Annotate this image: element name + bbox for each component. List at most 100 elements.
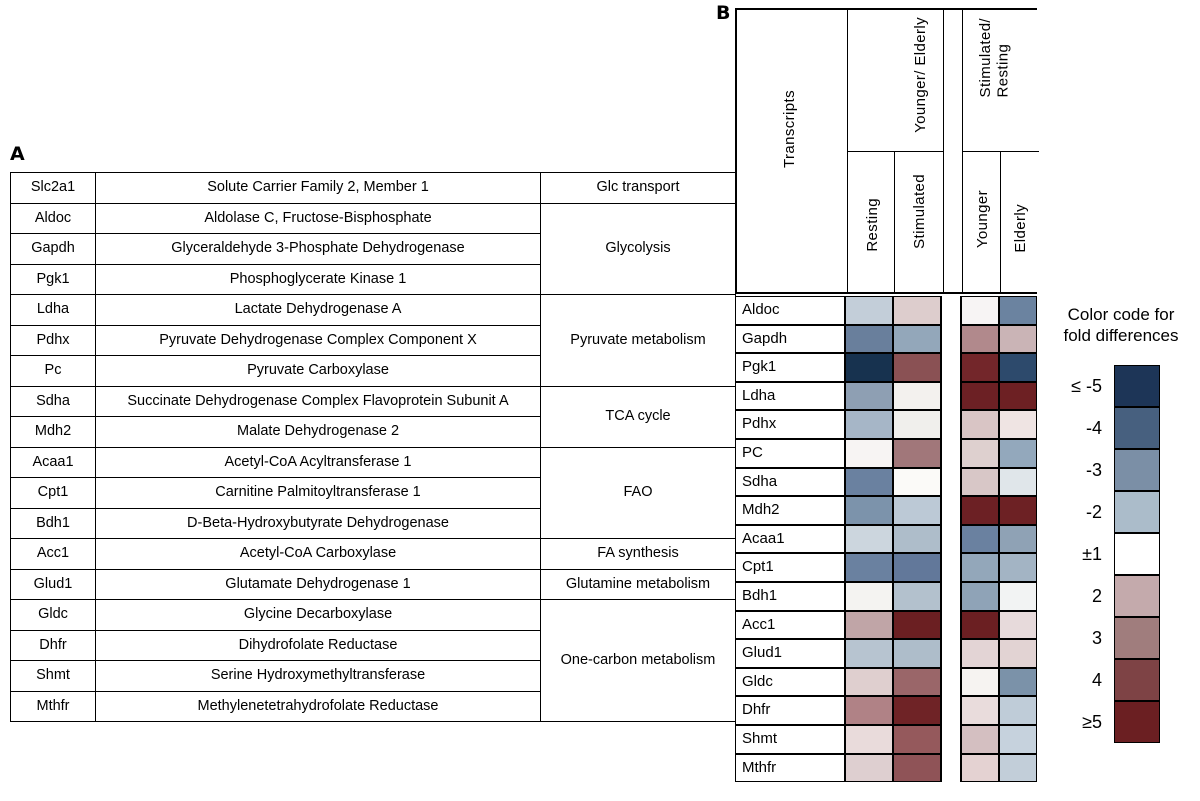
heatmap-row: Cpt1 bbox=[735, 553, 1037, 582]
gene-symbol-cell: Sdha bbox=[10, 385, 96, 417]
heatmap-cell bbox=[893, 667, 941, 697]
heatmap-cell bbox=[893, 381, 941, 411]
gene-symbol-cell: Acaa1 bbox=[10, 446, 96, 478]
gene-symbol-cell: Mdh2 bbox=[10, 416, 96, 448]
color-legend-row: -3 bbox=[1046, 449, 1196, 491]
heatmap-cell bbox=[961, 410, 999, 439]
heatmap-cell bbox=[845, 410, 893, 439]
heatmap-row: Ldha bbox=[735, 381, 1037, 411]
heatmap-group-gap bbox=[941, 724, 961, 754]
heatmap-cell bbox=[845, 696, 893, 725]
heatmap-header-transcripts-label: Transcripts bbox=[781, 90, 798, 169]
heatmap-group-gap bbox=[941, 410, 961, 439]
gene-symbol-cell: Aldoc bbox=[10, 202, 96, 234]
heatmap-cell bbox=[845, 324, 893, 354]
heatmap-row: Pdhx bbox=[735, 410, 1037, 439]
heatmap-group-header-younger-elderly-label: Younger/ Elderly bbox=[912, 17, 929, 133]
color-legend-label: ≤ -5 bbox=[1071, 376, 1102, 396]
heatmap-cell bbox=[845, 724, 893, 754]
heatmap-cell bbox=[961, 296, 999, 325]
gene-name-cell: Carnitine Palmitoyltransferase 1 bbox=[95, 477, 541, 509]
gene-name-cell: Succinate Dehydrogenase Complex Flavopro… bbox=[95, 385, 541, 417]
pathway-cell: FA synthesis bbox=[540, 538, 736, 570]
heatmap-row-label: Acaa1 bbox=[735, 524, 845, 554]
heatmap-cell bbox=[999, 753, 1037, 783]
gene-symbol-cell: Ldha bbox=[10, 294, 96, 326]
heatmap-cell bbox=[845, 296, 893, 325]
heatmap-cell bbox=[845, 639, 893, 668]
heatmap-row-label: Aldoc bbox=[735, 296, 845, 325]
heatmap-column-header-elderly: Elderly bbox=[1001, 152, 1039, 292]
pathway-cell: FAO bbox=[540, 446, 736, 539]
heatmap-row-label: Bdh1 bbox=[735, 581, 845, 611]
gene-name-cell: Dihydrofolate Reductase bbox=[95, 629, 541, 661]
heatmap-cell bbox=[845, 381, 893, 411]
heatmap-row: Acc1 bbox=[735, 610, 1037, 640]
heatmap-row: Sdha bbox=[735, 467, 1037, 497]
gene-name-cell: Malate Dehydrogenase 2 bbox=[95, 416, 541, 448]
heatmap-column-header-resting: Resting bbox=[847, 152, 895, 292]
heatmap-group-separator bbox=[943, 10, 963, 292]
heatmap-row: Bdh1 bbox=[735, 581, 1037, 611]
color-legend-row: -4 bbox=[1046, 407, 1196, 449]
gene-name-cell: Glutamate Dehydrogenase 1 bbox=[95, 568, 541, 600]
gene-symbol-cell: Glud1 bbox=[10, 568, 96, 600]
heatmap-row-label: Mthfr bbox=[735, 753, 845, 783]
gene-name-cell: Lactate Dehydrogenase A bbox=[95, 294, 541, 326]
heatmap-cell bbox=[961, 753, 999, 783]
heatmap-cell bbox=[961, 438, 999, 468]
heatmap-cell bbox=[999, 467, 1037, 497]
gene-name-cell: D-Beta-Hydroxybutyrate Dehydrogenase bbox=[95, 507, 541, 539]
color-legend-row: 4 bbox=[1046, 659, 1196, 701]
heatmap-cell bbox=[845, 667, 893, 697]
heatmap-cell bbox=[961, 381, 999, 411]
gene-name-cell: Methylenetetrahydrofolate Reductase bbox=[95, 690, 541, 722]
heatmap-row: Mthfr bbox=[735, 753, 1037, 783]
heatmap-cell bbox=[961, 667, 999, 697]
heatmap-cell bbox=[999, 696, 1037, 725]
heatmap-row-label: Gldc bbox=[735, 667, 845, 697]
heatmap-cell bbox=[999, 381, 1037, 411]
heatmap-row-label: Glud1 bbox=[735, 639, 845, 668]
heatmap-row-label: Gapdh bbox=[735, 324, 845, 354]
gene-symbol-cell: Cpt1 bbox=[10, 477, 96, 509]
color-legend-swatch bbox=[1114, 491, 1160, 533]
gene-name-cell: Pyruvate Carboxylase bbox=[95, 355, 541, 387]
pathway-cell: Glycolysis bbox=[540, 202, 736, 295]
color-legend-swatch bbox=[1114, 449, 1160, 491]
heatmap-row: Gapdh bbox=[735, 324, 1037, 354]
color-legend-label: ≥5 bbox=[1082, 712, 1102, 732]
heatmap-cell bbox=[845, 610, 893, 640]
heatmap-column-header-resting-label: Resting bbox=[864, 198, 881, 252]
heatmap-row-label: Shmt bbox=[735, 724, 845, 754]
color-legend-swatch bbox=[1114, 533, 1160, 575]
color-legend-label: 2 bbox=[1091, 586, 1102, 606]
heatmap-cell bbox=[893, 639, 941, 668]
heatmap-cell bbox=[961, 324, 999, 354]
heatmap-row-label: Pdhx bbox=[735, 410, 845, 439]
color-legend: Color code for fold differences ≤ -5-4-3… bbox=[1046, 305, 1196, 743]
heatmap-row-label: Pgk1 bbox=[735, 353, 845, 382]
heatmap-row-label: Sdha bbox=[735, 467, 845, 497]
heatmap-group-gap bbox=[941, 353, 961, 382]
heatmap-group-gap bbox=[941, 696, 961, 725]
heatmap-row: Aldoc bbox=[735, 296, 1037, 325]
color-legend-label: 3 bbox=[1091, 628, 1102, 648]
color-legend-label: -2 bbox=[1085, 502, 1102, 522]
heatmap-cell bbox=[999, 724, 1037, 754]
heatmap-cell bbox=[999, 553, 1037, 582]
gene-symbol-cell: Pc bbox=[10, 355, 96, 387]
heatmap-group-gap bbox=[941, 438, 961, 468]
gene-symbol-cell: Gldc bbox=[10, 599, 96, 631]
heatmap-cell bbox=[999, 353, 1037, 382]
heatmap-group-gap bbox=[941, 553, 961, 582]
